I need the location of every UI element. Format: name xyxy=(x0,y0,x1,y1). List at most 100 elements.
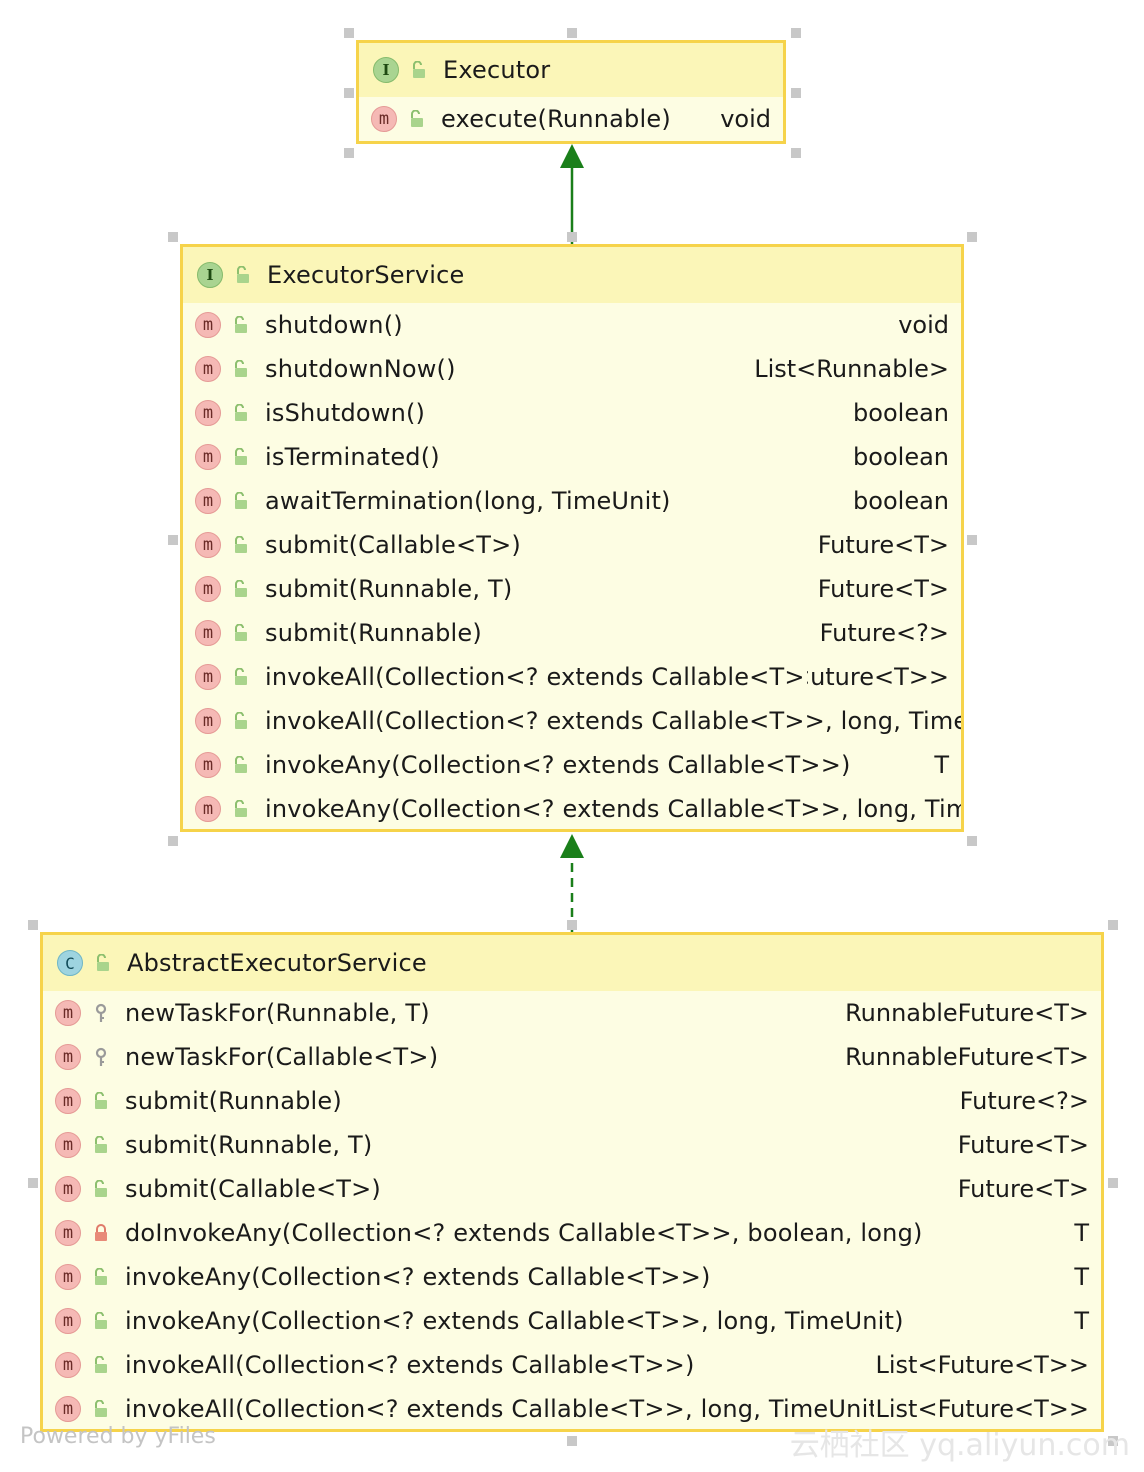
method-icon: m xyxy=(55,1396,81,1422)
handle[interactable] xyxy=(28,920,38,930)
public-lock-icon xyxy=(231,667,251,687)
handle[interactable] xyxy=(791,148,801,158)
handle[interactable] xyxy=(567,28,577,38)
method-signature: newTaskFor(Callable<T>) xyxy=(125,1043,439,1071)
method-signature: awaitTermination(long, TimeUnit) xyxy=(265,487,671,515)
method-icon: m xyxy=(55,1352,81,1378)
handle[interactable] xyxy=(967,836,977,846)
method-return-type: List<Future<T>> xyxy=(873,1395,1089,1423)
method-return-type: Future<T> xyxy=(955,1131,1089,1159)
method-icon: m xyxy=(195,620,221,646)
handle[interactable] xyxy=(791,28,801,38)
public-lock-icon xyxy=(91,1179,111,1199)
public-lock-icon xyxy=(231,711,251,731)
public-lock-icon xyxy=(231,755,251,775)
method-return-type: T xyxy=(1072,1307,1089,1335)
handle[interactable] xyxy=(168,232,178,242)
handle[interactable] xyxy=(1108,1436,1118,1446)
method-signature: submit(Runnable) xyxy=(265,619,482,647)
handle[interactable] xyxy=(967,535,977,545)
handle[interactable] xyxy=(28,1178,38,1188)
method-return-type: boolean xyxy=(851,443,949,471)
handle[interactable] xyxy=(168,836,178,846)
handle[interactable] xyxy=(791,88,801,98)
handle[interactable] xyxy=(567,920,577,930)
handle[interactable] xyxy=(567,1436,577,1446)
method-icon: m xyxy=(195,532,221,558)
method-return-type: List<Future<T>> xyxy=(873,1351,1089,1379)
method-signature: doInvokeAny(Collection<? extends Callabl… xyxy=(125,1219,923,1247)
method-return-type: T xyxy=(1072,1263,1089,1291)
method-icon: m xyxy=(55,1308,81,1334)
public-lock-icon xyxy=(231,403,251,423)
method-signature: submit(Runnable, T) xyxy=(265,575,513,603)
method-return-type: RunnableFuture<T> xyxy=(843,1043,1089,1071)
handle[interactable] xyxy=(344,28,354,38)
powered-by-label: Powered by yFiles xyxy=(20,1424,216,1449)
method-icon: m xyxy=(55,1088,81,1114)
executor-header[interactable]: I Executor xyxy=(359,43,783,97)
handle[interactable] xyxy=(1108,1178,1118,1188)
method-signature: invokeAll(Collection<? extends Callable<… xyxy=(265,663,835,691)
implements-arrow xyxy=(560,834,584,932)
method-icon: m xyxy=(195,576,221,602)
handle[interactable] xyxy=(344,148,354,158)
method-row[interactable]: m doInvokeAny(Collection<? extends Callab… xyxy=(55,1211,1101,1255)
handle[interactable] xyxy=(168,535,178,545)
method-signature: submit(Runnable) xyxy=(125,1087,342,1115)
handle[interactable] xyxy=(1108,920,1118,930)
method-icon: m xyxy=(55,1000,81,1026)
method-signature: execute(Runnable) xyxy=(441,105,671,133)
method-return-type: void xyxy=(896,311,949,339)
method-return-type: T xyxy=(1072,1219,1089,1247)
method-icon: m xyxy=(195,312,221,338)
public-lock-icon xyxy=(231,315,251,335)
method-row[interactable]: m invokeAll(Collection<? extends Callable… xyxy=(195,655,961,699)
abstract-executor-service-header[interactable]: C AbstractExecutorService xyxy=(43,935,1101,991)
handle[interactable] xyxy=(567,232,577,242)
handle[interactable] xyxy=(967,232,977,242)
method-return-type: T xyxy=(932,751,949,779)
method-return-type: Future<?> xyxy=(817,619,949,647)
public-lock-icon xyxy=(233,265,253,285)
method-icon: m xyxy=(195,664,221,690)
public-lock-icon xyxy=(231,491,251,511)
handle[interactable] xyxy=(344,88,354,98)
method-return-type: List<Runnable> xyxy=(752,355,949,383)
interface-icon: I xyxy=(373,57,399,83)
method-icon: m xyxy=(55,1220,81,1246)
method-signature: invokeAny(Collection<? extends Callable<… xyxy=(125,1307,904,1335)
method-row[interactable]: m submit(Runnable) Future<?> xyxy=(195,611,961,655)
method-icon: m xyxy=(195,796,221,822)
method-icon: m xyxy=(195,400,221,426)
public-lock-icon xyxy=(91,1267,111,1287)
method-row[interactable]: m invokeAny(Collection<? extends Callable… xyxy=(55,1299,1101,1343)
public-lock-icon xyxy=(409,60,429,80)
method-icon: m xyxy=(195,752,221,778)
executor-service-header[interactable]: I ExecutorService xyxy=(183,247,961,303)
method-return-type: boolean xyxy=(851,399,949,427)
